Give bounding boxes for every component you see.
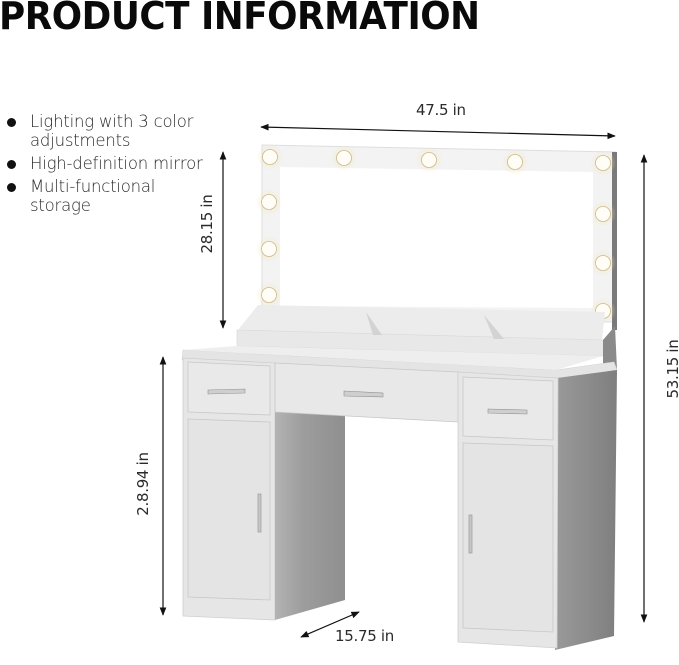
feature-label: Multi-functional storage (30, 177, 156, 215)
feature-list: Lighting with 3 color adjustments High-d… (6, 112, 220, 219)
door-handle-icon (257, 493, 262, 533)
top-organizer (236, 305, 617, 372)
drawer-handle-icon (487, 408, 528, 415)
feature-item: High-definition mirror (6, 154, 220, 173)
right-drawer[interactable] (462, 376, 554, 441)
depth-label: 15.75 in (335, 627, 394, 645)
drawer-handle-icon (207, 388, 246, 395)
center-drawer[interactable] (274, 362, 459, 423)
total-height-label: 53.15 in (664, 339, 679, 399)
dimension-lines (159, 123, 648, 638)
depth-arrow-icon (300, 611, 360, 638)
drawer-handle-icon (343, 390, 384, 398)
width-label: 47.5 in (416, 101, 466, 119)
feature-item: Lighting with 3 color adjustments (6, 112, 220, 150)
bullet-icon (7, 118, 16, 127)
feature-item: Multi-functional storage (6, 177, 220, 215)
right-pedestal (457, 371, 559, 649)
left-pedestal (182, 357, 276, 621)
feature-label: High-definition mirror (30, 154, 203, 173)
bullet-icon (7, 160, 16, 169)
desk-height-label: 2.8.94 in (134, 452, 152, 516)
bullet-icon (7, 183, 16, 192)
feature-label: Lighting with 3 color adjustments (30, 112, 194, 150)
mirror-height-label: 28.15 in (198, 194, 216, 254)
width-arrow-icon (260, 123, 616, 140)
mirror (261, 144, 617, 330)
door-handle-icon (468, 514, 473, 554)
right-side-panel (555, 370, 617, 650)
left-cabinet-door[interactable] (187, 418, 271, 601)
page-title: PRODUCT INFORMATION (0, 0, 480, 38)
right-cabinet-door[interactable] (462, 442, 554, 633)
left-drawer[interactable] (187, 361, 271, 416)
left-leg-side (275, 406, 345, 620)
